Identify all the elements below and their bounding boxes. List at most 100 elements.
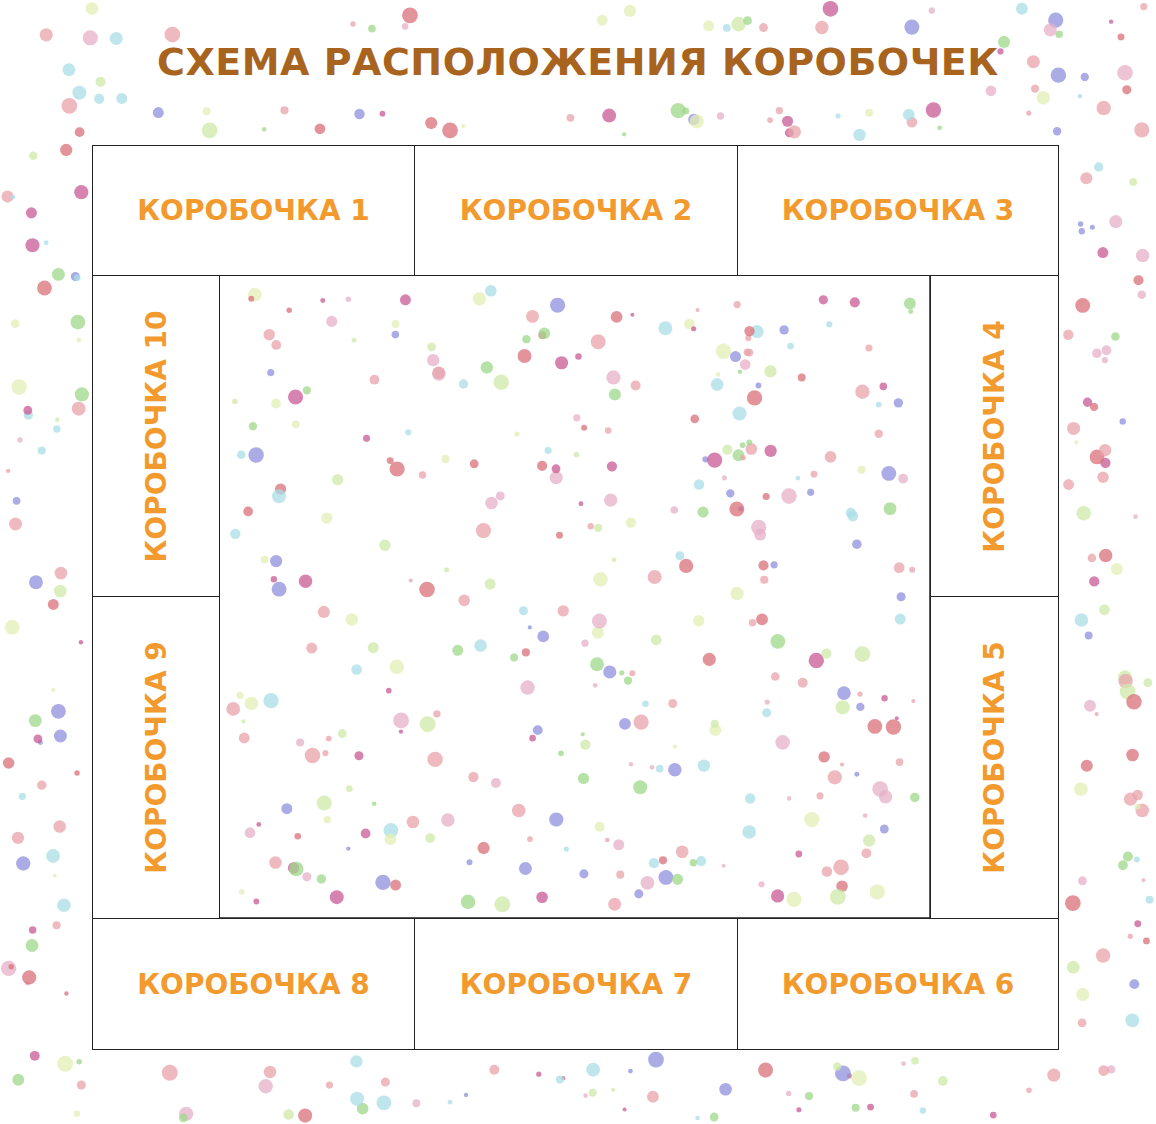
- confetti-dot: [1090, 225, 1095, 230]
- confetti-dot: [1065, 895, 1081, 911]
- confetti-dot: [537, 631, 549, 643]
- confetti-dot: [346, 296, 351, 301]
- confetti-dot: [578, 773, 589, 784]
- confetti-dot: [51, 688, 55, 692]
- confetti-dot: [549, 812, 563, 826]
- confetti-dot: [386, 688, 392, 694]
- confetti-dot: [847, 511, 858, 522]
- confetti-dot: [616, 871, 624, 879]
- confetti-dot: [387, 457, 394, 464]
- confetti-dot: [425, 833, 435, 843]
- confetti-dot: [467, 859, 473, 865]
- confetti-dot: [867, 1104, 874, 1111]
- confetti-dot: [1134, 857, 1140, 863]
- confetti-dot: [326, 1082, 333, 1089]
- box-cell: КОРОБОЧКА 4: [930, 275, 1059, 597]
- confetti-dot: [787, 796, 792, 801]
- confetti-dot: [679, 559, 693, 573]
- confetti-dot: [771, 889, 784, 902]
- confetti-dot: [575, 353, 582, 360]
- confetti-dot: [391, 320, 399, 328]
- confetti-dot: [461, 895, 475, 909]
- confetti-dot: [696, 856, 706, 866]
- confetti-dot: [833, 1062, 841, 1070]
- confetti-dot: [380, 111, 386, 117]
- confetti-dot: [61, 98, 77, 114]
- confetti-dot: [823, 1, 839, 17]
- confetti-dot: [259, 1079, 273, 1093]
- confetti-dot: [602, 109, 616, 123]
- confetti-dot: [29, 575, 43, 589]
- confetti-dot: [836, 700, 850, 714]
- confetti-dot: [1063, 330, 1073, 340]
- confetti-dot: [262, 127, 267, 132]
- confetti-dot: [420, 716, 436, 732]
- confetti-dot: [86, 2, 99, 15]
- confetti-dot: [346, 613, 358, 625]
- confetti-dot: [289, 862, 304, 877]
- confetti-dot: [676, 845, 689, 858]
- confetti-dot: [269, 856, 282, 869]
- confetti-dot: [1136, 249, 1150, 263]
- confetti-dot: [248, 296, 254, 302]
- confetti-dot: [698, 759, 710, 771]
- confetti-dot: [332, 474, 343, 485]
- center-area: [219, 275, 930, 918]
- confetti-dot: [722, 444, 732, 454]
- confetti-dot: [896, 758, 904, 766]
- confetti-dot: [909, 567, 915, 573]
- confetti-dot: [775, 735, 790, 750]
- confetti-dot: [321, 512, 332, 523]
- confetti-dot: [693, 615, 704, 626]
- confetti-dot: [781, 488, 797, 504]
- confetti-dot: [351, 664, 362, 675]
- confetti-dot: [441, 813, 455, 827]
- confetti-dot: [830, 889, 846, 905]
- confetti-dot: [804, 812, 819, 827]
- confetti-dot: [37, 281, 52, 296]
- confetti-dot: [514, 431, 519, 436]
- confetti-dot: [1078, 94, 1082, 98]
- confetti-dot: [1074, 782, 1088, 796]
- confetti-dot: [707, 453, 722, 468]
- confetti-dot: [1096, 948, 1110, 962]
- confetti-dot: [819, 295, 828, 304]
- confetti-dot: [865, 109, 873, 117]
- confetti-dot: [650, 765, 655, 770]
- confetti-dot: [1079, 228, 1085, 234]
- confetti-dot: [245, 827, 256, 838]
- confetti-dot: [79, 640, 83, 644]
- confetti-dot: [46, 849, 60, 863]
- confetti-dot: [346, 846, 350, 850]
- confetti-dot: [895, 614, 906, 625]
- confetti-dot: [771, 634, 786, 649]
- confetti-dot: [419, 582, 435, 598]
- confetti-dot: [628, 1069, 633, 1074]
- confetti-dot: [875, 430, 883, 438]
- confetti-dot: [938, 1076, 948, 1086]
- confetti-dot: [368, 642, 379, 653]
- confetti-dot: [760, 576, 768, 584]
- confetti-dot: [758, 1063, 773, 1078]
- confetti-dot: [856, 703, 864, 711]
- confetti-dot: [840, 762, 844, 766]
- confetti-dot: [536, 1072, 541, 1077]
- confetti-dot: [236, 692, 243, 699]
- confetti-dot: [249, 422, 257, 430]
- confetti-dot: [605, 427, 612, 434]
- confetti-dot: [9, 518, 22, 531]
- confetti-dot: [990, 1112, 997, 1119]
- confetti-dot: [631, 380, 641, 390]
- confetti-dot: [807, 489, 814, 496]
- confetti-dot: [805, 1092, 813, 1100]
- confetti-dot: [385, 833, 397, 845]
- confetti-dot: [723, 24, 731, 32]
- confetti-dot: [26, 939, 39, 952]
- confetti-dot: [71, 272, 80, 281]
- confetti-dot: [1109, 215, 1122, 228]
- confetti-dot: [324, 816, 331, 823]
- confetti-dot: [239, 889, 245, 895]
- confetti-dot: [863, 834, 875, 846]
- confetti-dot: [29, 151, 37, 159]
- confetti-dot: [57, 899, 70, 912]
